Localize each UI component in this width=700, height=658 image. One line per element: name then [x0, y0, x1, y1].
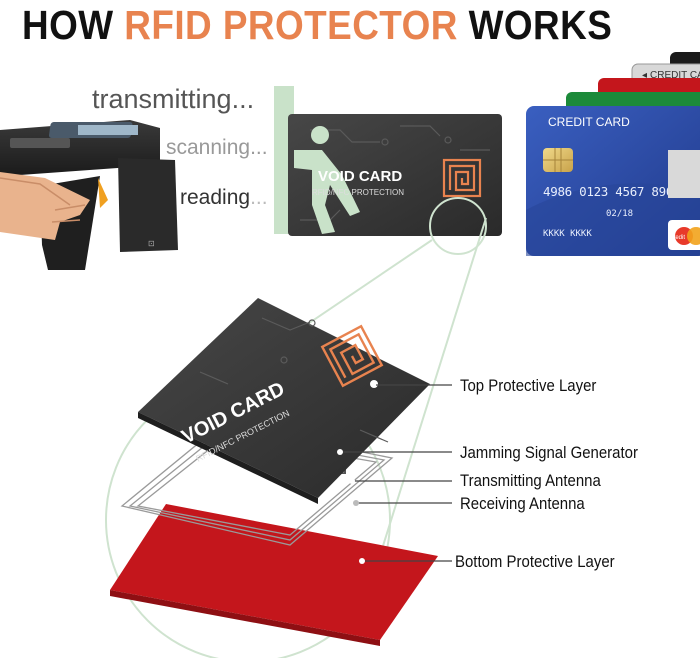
- status-scanning-text: scanning: [166, 136, 251, 159]
- credit-card-label: CREDIT CARD: [548, 115, 630, 129]
- bottom-protective-layer-illustration: [110, 504, 438, 646]
- void-card-brand: VOID CARD: [318, 168, 402, 185]
- status-scanning-dots: ...: [250, 136, 268, 159]
- label-jamming-signal-generator: Jamming Signal Generator: [460, 443, 638, 462]
- label-top-protective-layer: Top Protective Layer: [460, 376, 597, 395]
- credit-card-number: 4986 0123 4567 8901: [543, 184, 680, 199]
- status-transmitting-text: transmitting: [92, 84, 232, 114]
- void-card-subtitle: RFID/NFC PROTECTION: [312, 188, 404, 197]
- status-transmitting-dots: ...: [231, 84, 255, 114]
- back-card-label: CREDIT CARD: [650, 70, 700, 81]
- title-accent: RFID PROTECTOR: [124, 2, 458, 48]
- status-reading-dots: ...: [250, 186, 268, 209]
- status-reading: reading...: [180, 186, 268, 210]
- status-scanning: scanning...: [166, 136, 268, 160]
- svg-text:⊡: ⊡: [148, 239, 155, 248]
- svg-text:◂: ◂: [642, 70, 647, 81]
- label-bottom-protective-layer: Bottom Protective Layer: [455, 552, 615, 571]
- label-receiving-antenna: Receiving Antenna: [460, 494, 585, 513]
- title-part-2: WORKS: [457, 2, 613, 48]
- credit-card-stack: ◂ CREDIT CARD CREDIT CARD 4986 0123 4567…: [526, 52, 700, 256]
- card-network-logo-text: Credit: [669, 235, 685, 241]
- label-transmitting-antenna: Transmitting Antenna: [460, 471, 601, 490]
- top-protective-layer-illustration: VOID CARD RFID/NFC PROTECTION: [138, 298, 430, 504]
- status-transmitting: transmitting...: [92, 84, 254, 115]
- rfid-scanner-illustration: ⊡: [0, 120, 178, 270]
- receiving-antenna-illustration: [120, 423, 394, 546]
- credit-card-expiry: 02/18: [606, 209, 633, 219]
- void-card-top-illustration: VOID CARD RFID/NFC PROTECTION: [288, 114, 502, 236]
- status-reading-text: reading: [180, 186, 251, 209]
- page-title: HOW RFID PROTECTOR WORKS: [22, 2, 612, 49]
- title-part-1: HOW: [22, 2, 125, 48]
- callout-dots: [337, 449, 365, 564]
- credit-card-holder: KKKK KKKK: [543, 229, 592, 239]
- callout-leader-lines: [340, 384, 452, 562]
